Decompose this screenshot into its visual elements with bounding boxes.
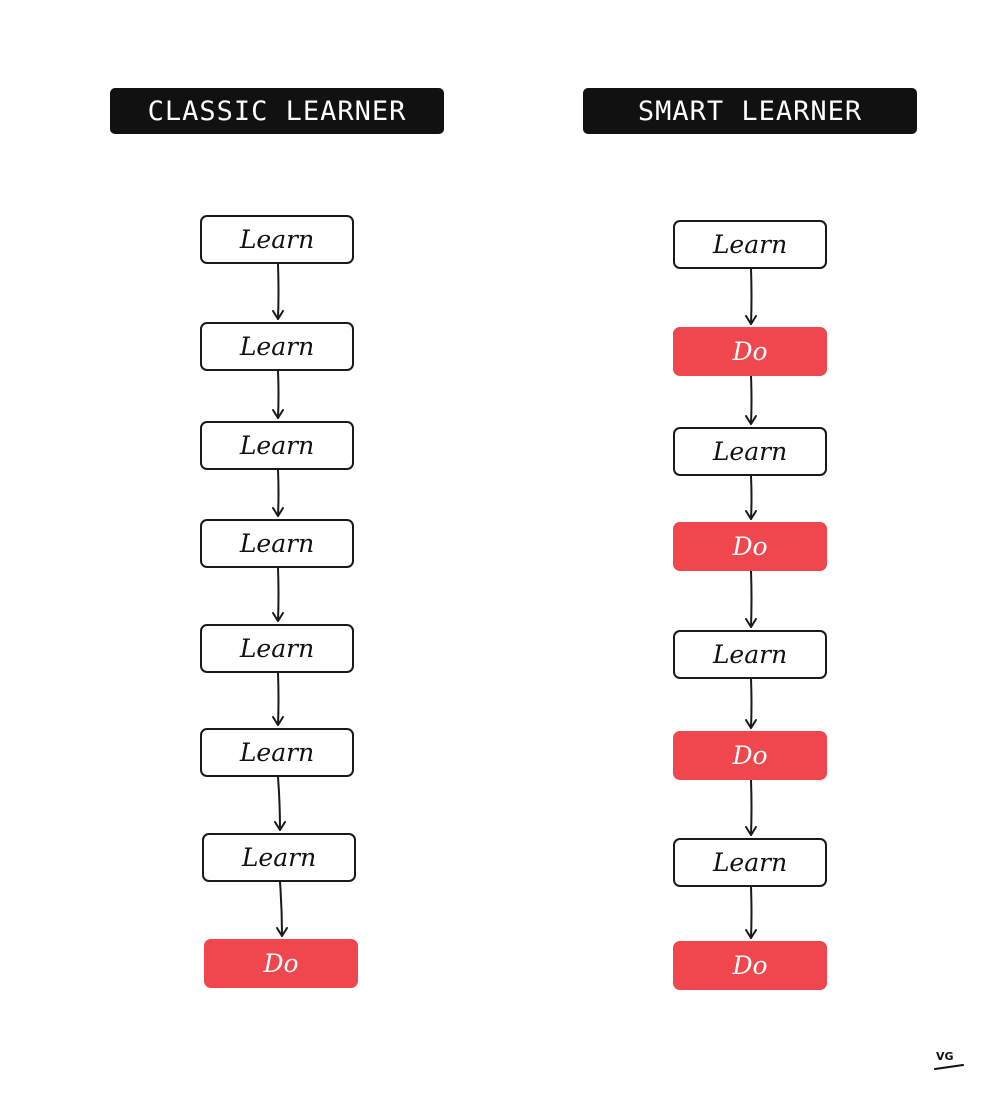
classic-step-4: Learn [200, 519, 354, 568]
artist-signature: VG [936, 1050, 954, 1063]
smart-arrowhead-4 [745, 618, 757, 628]
smart-arrow-7 [750, 886, 753, 939]
classic-arrowhead-5 [272, 716, 284, 726]
smart-arrowhead-7 [745, 929, 757, 939]
classic-arrow-6 [277, 776, 281, 831]
classic-arrow-2 [277, 370, 280, 419]
smart-arrowhead-3 [745, 510, 757, 520]
classic-arrowhead-4 [272, 612, 284, 622]
smart-arrowhead-5 [745, 719, 757, 729]
classic-step-5: Learn [200, 624, 354, 673]
classic-step-7: Learn [202, 833, 356, 882]
classic-arrow-3 [277, 469, 280, 517]
smart-step-6: Do [673, 731, 827, 780]
smart-arrowhead-2 [745, 415, 757, 425]
smart-arrow-2 [750, 375, 753, 425]
smart-arrowhead-1 [745, 315, 757, 325]
classic-step-3: Learn [200, 421, 354, 470]
classic-arrow-7 [279, 881, 283, 937]
smart-arrow-5 [750, 678, 753, 729]
classic-arrow-4 [277, 567, 280, 622]
classic-arrow-5 [277, 672, 280, 726]
classic-arrowhead-7 [276, 927, 288, 937]
smart-arrow-6 [750, 779, 753, 836]
classic-arrow-1 [277, 263, 280, 320]
smart-learner-title: SMART LEARNER [583, 88, 917, 134]
classic-step-2: Learn [200, 322, 354, 371]
classic-arrowhead-1 [272, 310, 284, 320]
classic-arrowhead-3 [272, 507, 284, 517]
classic-step-8: Do [204, 939, 358, 988]
smart-step-1: Learn [673, 220, 827, 269]
smart-step-2: Do [673, 327, 827, 376]
classic-learner-title: CLASSIC LEARNER [110, 88, 444, 134]
smart-step-3: Learn [673, 427, 827, 476]
smart-step-7: Learn [673, 838, 827, 887]
smart-arrowhead-6 [745, 826, 757, 836]
smart-arrow-1 [750, 268, 753, 325]
smart-arrow-4 [750, 570, 753, 628]
smart-arrow-3 [750, 475, 753, 520]
classic-arrowhead-2 [272, 409, 284, 419]
classic-step-6: Learn [200, 728, 354, 777]
smart-step-8: Do [673, 941, 827, 990]
classic-step-1: Learn [200, 215, 354, 264]
smart-step-4: Do [673, 522, 827, 571]
smart-step-5: Learn [673, 630, 827, 679]
classic-arrowhead-6 [274, 821, 286, 831]
